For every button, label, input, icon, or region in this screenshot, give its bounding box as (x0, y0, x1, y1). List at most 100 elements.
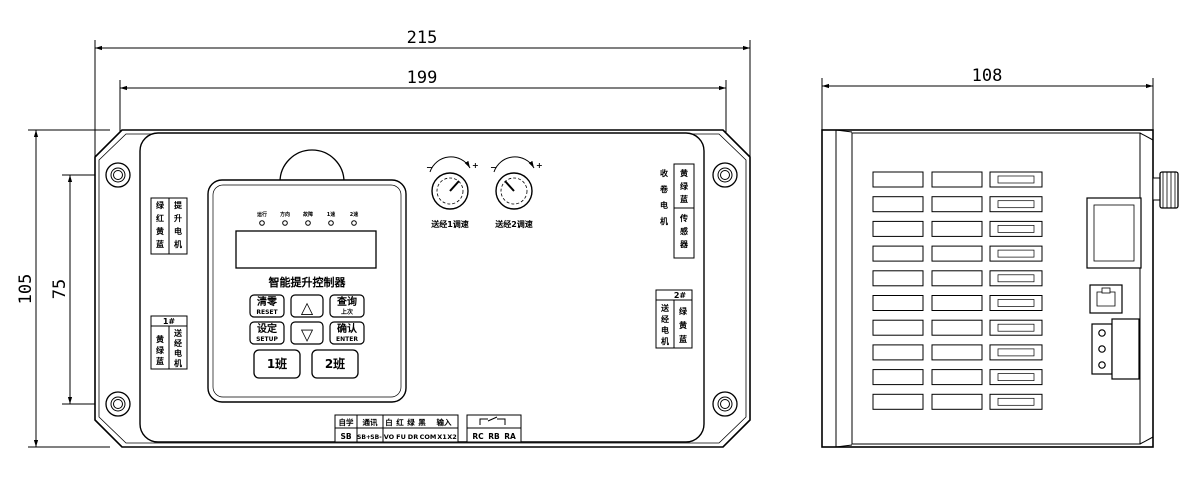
indicator-label-fault: 故障 (303, 211, 313, 218)
dim-mount-width: 199 (407, 68, 438, 88)
vent-slots (872, 171, 1043, 410)
dimension-lines (28, 40, 1154, 448)
vent-slot (872, 270, 924, 287)
indicator-row: 运行 方向 故障 1速 2速 (257, 211, 358, 226)
vent-slot (931, 393, 983, 410)
shift1-button-label: 1班 (267, 356, 287, 371)
front-housing-inner-edge (98, 133, 747, 444)
lift-color-0: 绿 (156, 200, 165, 210)
knob1-grip (436, 177, 464, 205)
lift-motor-label-box: 绿 红 黄 蓝 提 升 电 机 (150, 197, 188, 255)
feed2-color-0: 绿 (679, 306, 688, 316)
led-icon (351, 220, 357, 226)
feed1-motor-label-box: 1# 黄 绿 蓝 送 经 电 机 (150, 315, 188, 370)
vent-slot (872, 220, 924, 237)
vent-slot (931, 319, 983, 336)
lcd-display (235, 230, 377, 269)
down-button[interactable] (290, 321, 324, 345)
terminal-top-0: 自学 (339, 417, 354, 427)
terminal-bottom-5: DR (408, 433, 418, 441)
led-icon (305, 220, 311, 226)
lift-name-0: 提 (174, 200, 183, 210)
winding-name-3: 机 (660, 216, 668, 226)
vent-slot (931, 295, 983, 311)
terminal-top-3: 红 (396, 417, 404, 427)
indicator-label-speed1: 1速 (327, 211, 335, 218)
terminal-strip: 自学 通讯 白 红 绿 黑 输入 SB SB+ SB- VO FU DR COM… (334, 414, 459, 443)
feed1-color-0: 黄 (156, 334, 164, 344)
vent-slot (931, 220, 983, 237)
side-panel-face (851, 132, 1141, 445)
relay-terminal-block: RC RB RA (466, 414, 522, 443)
shift2-button[interactable] (311, 349, 359, 379)
side-front-lip (821, 129, 837, 448)
sensor-name-1: 感 (680, 226, 688, 236)
winding-color-2: 蓝 (680, 194, 688, 204)
clear-reset-button[interactable] (249, 294, 285, 318)
query-button-label: 查询 (336, 295, 357, 308)
vent-slot (931, 171, 983, 188)
vent-slot-inner (997, 323, 1035, 332)
feed1-name-3: 机 (174, 358, 182, 368)
setup-button-sub: SETUP (256, 336, 278, 343)
vent-slot (931, 270, 983, 287)
knob2-minus: − (490, 163, 497, 172)
feed1-name-1: 经 (174, 338, 182, 348)
knob2-grip (500, 177, 528, 205)
led-icon (259, 220, 265, 226)
shift1-button[interactable] (253, 349, 301, 379)
query-button[interactable] (329, 294, 365, 318)
vent-slot-inner (997, 373, 1035, 381)
front-view: 运行 方向 故障 1速 2速 智能提升控制器 清零 RESET △ 查询 上次 … (94, 129, 751, 448)
knob-arc-icon (493, 156, 535, 173)
feed2-motor-label-box: 2# 送 经 电 机 绿 黄 蓝 (655, 289, 693, 349)
up-button[interactable] (290, 294, 324, 318)
controller-title: 智能提升控制器 (269, 275, 347, 289)
terminal-top-1: 通讯 (363, 417, 378, 427)
vent-slot-inner (997, 225, 1035, 233)
led-icon (328, 220, 334, 226)
vent-slot (872, 245, 924, 262)
relay-rc: RC (472, 432, 484, 441)
vent-slot (872, 369, 924, 386)
knob1-minus: − (426, 163, 433, 172)
knob-feed1[interactable]: − + 送经1调速 (426, 156, 479, 229)
relay-ra: RA (504, 432, 516, 441)
vent-slot-inner (997, 299, 1035, 307)
vent-slot (872, 319, 924, 336)
feed2-color-2: 蓝 (679, 334, 687, 344)
feed1-name-2: 电 (174, 348, 182, 358)
feed2-number: 2# (674, 291, 687, 300)
knob2-label: 送经2调速 (494, 219, 533, 229)
feed2-color-1: 黄 (679, 320, 687, 330)
knob1-pointer-icon (449, 180, 460, 192)
side-connector-top (1086, 197, 1142, 269)
knob-arc-icon (429, 156, 471, 173)
enter-button[interactable] (329, 321, 365, 345)
vent-slot-inner (997, 249, 1035, 258)
knob-feed2[interactable]: − + 送经2调速 (490, 156, 543, 229)
enter-button-sub: ENTER (336, 336, 358, 343)
terminal-top-4: 绿 (407, 417, 415, 427)
setup-button-label: 设定 (257, 322, 277, 335)
led-icon (282, 220, 288, 226)
shift2-button-label: 2班 (325, 356, 345, 371)
vent-slot (872, 196, 924, 213)
knob2-pointer-icon (504, 180, 515, 192)
winding-name-0: 收 (660, 168, 668, 178)
terminal-top-2: 白 (385, 417, 393, 427)
indicator-label-direction: 方向 (280, 211, 290, 218)
dim-side-depth: 108 (972, 66, 1003, 86)
query-button-sub: 上次 (341, 308, 353, 316)
lift-color-3: 蓝 (156, 239, 164, 249)
knob1-label: 送经1调速 (430, 219, 469, 229)
mount-hole-tl (105, 162, 131, 188)
mount-hole-tr (712, 162, 738, 188)
feed2-name-2: 电 (661, 325, 669, 335)
setup-button[interactable] (249, 321, 285, 345)
terminal-bottom-2: SB- (370, 434, 382, 441)
side-connector-rj (1089, 284, 1123, 314)
feed1-name-0: 送 (173, 328, 183, 338)
vent-slot-inner (997, 274, 1035, 283)
